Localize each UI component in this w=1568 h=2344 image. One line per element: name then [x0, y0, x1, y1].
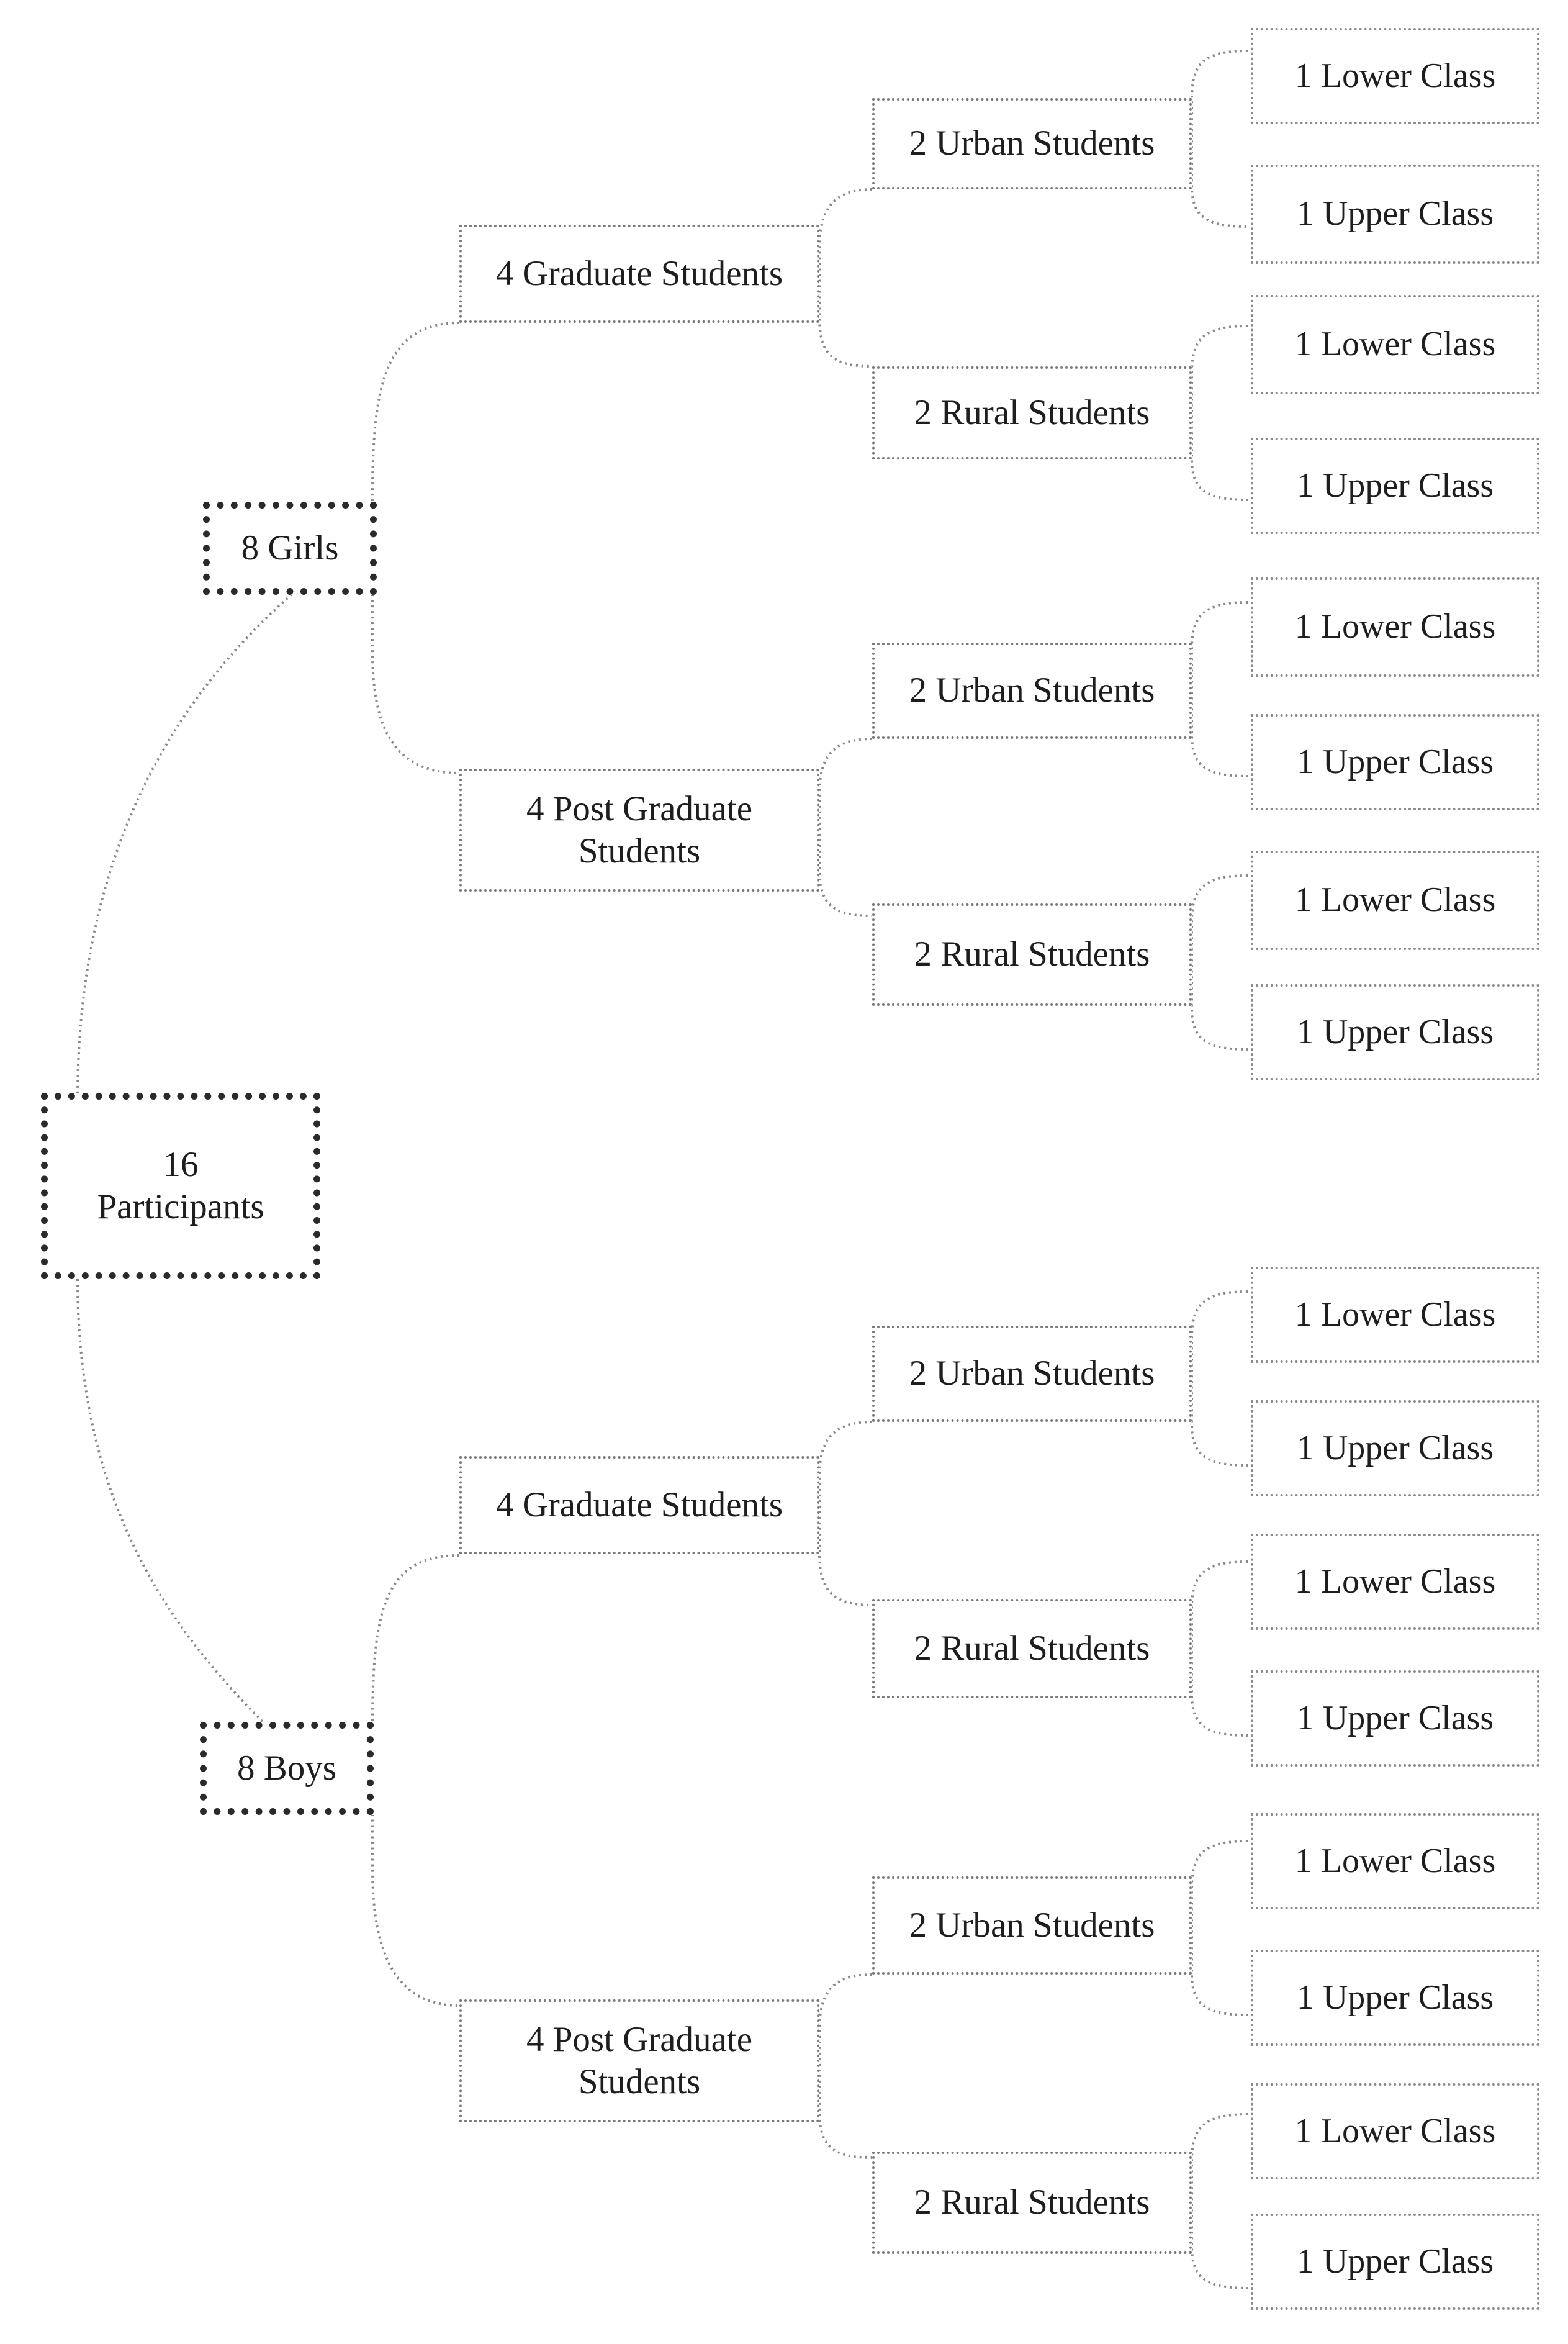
class-label: 1 Lower Class — [1294, 2111, 1496, 2150]
class-label: 1 Upper Class — [1296, 1428, 1494, 1467]
level-label-line1: 4 Post Graduate — [526, 789, 753, 828]
area-node-girls-grad-urban: 2 Urban Students — [872, 98, 1192, 189]
root-participants-node: 16 Participants — [41, 1093, 320, 1279]
area-label: 2 Rural Students — [914, 2183, 1150, 2222]
area-label: 2 Rural Students — [914, 392, 1150, 432]
area-label: 2 Urban Students — [909, 671, 1155, 710]
class-node: 1 Lower Class — [1251, 1534, 1539, 1630]
class-node: 1 Upper Class — [1251, 438, 1539, 534]
class-label: 1 Lower Class — [1294, 56, 1496, 95]
level-label: 4 Graduate Students — [495, 1485, 783, 1524]
class-label: 1 Lower Class — [1294, 1841, 1496, 1880]
class-node: 1 Upper Class — [1251, 984, 1539, 1080]
area-node-girls-pg-urban: 2 Urban Students — [872, 643, 1192, 739]
area-node-boys-pg-rural: 2 Rural Students — [872, 2152, 1192, 2254]
area-node-girls-pg-rural: 2 Rural Students — [872, 903, 1192, 1006]
class-node: 1 Lower Class — [1251, 295, 1539, 394]
class-label: 1 Upper Class — [1296, 1698, 1494, 1737]
class-node: 1 Upper Class — [1251, 2214, 1539, 2310]
class-node: 1 Lower Class — [1251, 2083, 1539, 2179]
level-label: 4 Graduate Students — [495, 253, 783, 293]
area-node-boys-pg-urban: 2 Urban Students — [872, 1876, 1192, 1975]
class-node: 1 Lower Class — [1251, 851, 1539, 950]
area-label: 2 Urban Students — [909, 124, 1155, 163]
root-label-text: Participants — [97, 1187, 264, 1226]
class-label: 1 Lower Class — [1294, 325, 1496, 364]
class-label: 1 Lower Class — [1294, 1562, 1496, 1601]
class-label: 1 Lower Class — [1294, 1295, 1496, 1334]
level-node-boys-graduate: 4 Graduate Students — [459, 1456, 819, 1554]
area-node-boys-grad-rural: 2 Rural Students — [872, 1599, 1192, 1698]
class-label: 1 Upper Class — [1296, 2242, 1494, 2281]
class-label: 1 Upper Class — [1296, 466, 1494, 505]
class-node: 1 Upper Class — [1251, 1400, 1539, 1496]
level-label-line2: Students — [578, 2062, 701, 2101]
group-boys-label: 8 Boys — [237, 1748, 336, 1788]
root-count-text: 16 — [163, 1144, 199, 1184]
level-label-line2: Students — [578, 831, 701, 871]
area-node-boys-grad-urban: 2 Urban Students — [872, 1326, 1192, 1422]
area-node-girls-grad-rural: 2 Rural Students — [872, 366, 1192, 459]
group-girls-label: 8 Girls — [241, 528, 339, 568]
class-label: 1 Upper Class — [1296, 742, 1494, 781]
level-node-girls-postgraduate: 4 Post Graduate Students — [459, 769, 819, 892]
area-label: 2 Urban Students — [909, 1354, 1155, 1393]
class-node: 1 Lower Class — [1251, 28, 1539, 124]
group-girls-node: 8 Girls — [203, 502, 377, 595]
class-node: 1 Lower Class — [1251, 1267, 1539, 1363]
area-label: 2 Urban Students — [909, 1905, 1155, 1945]
level-node-boys-postgraduate: 4 Post Graduate Students — [459, 1999, 819, 2122]
class-node: 1 Lower Class — [1251, 1813, 1539, 1909]
group-boys-node: 8 Boys — [200, 1722, 374, 1815]
class-node: 1 Lower Class — [1251, 577, 1539, 677]
class-label: 1 Upper Class — [1296, 1978, 1494, 2017]
area-label: 2 Rural Students — [914, 1628, 1150, 1668]
class-node: 1 Upper Class — [1251, 1950, 1539, 2046]
class-label: 1 Lower Class — [1294, 880, 1496, 920]
class-node: 1 Upper Class — [1251, 1670, 1539, 1767]
class-label: 1 Upper Class — [1296, 194, 1494, 233]
class-label: 1 Lower Class — [1294, 607, 1496, 646]
class-node: 1 Upper Class — [1251, 714, 1539, 810]
level-label-line1: 4 Post Graduate — [526, 2019, 753, 2059]
class-node: 1 Upper Class — [1251, 165, 1539, 264]
level-node-girls-graduate: 4 Graduate Students — [459, 225, 819, 323]
class-label: 1 Upper Class — [1296, 1012, 1494, 1051]
area-label: 2 Rural Students — [914, 934, 1150, 974]
